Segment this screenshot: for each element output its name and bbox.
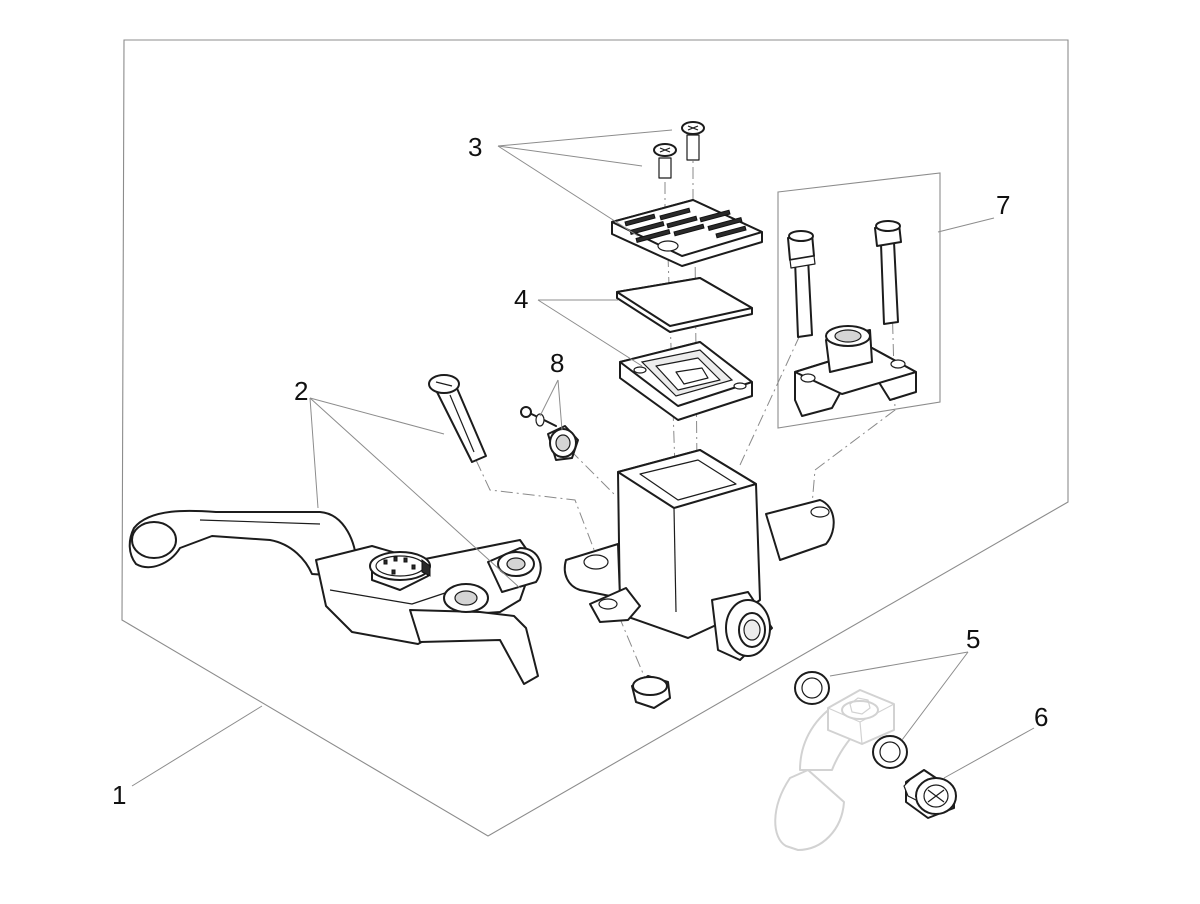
gasket-plate <box>616 277 753 333</box>
banjo-fitting-ghost <box>774 689 895 851</box>
callout-labels: 1 2 3 4 5 6 7 8 <box>112 132 1048 810</box>
clamp-bolt-left <box>787 230 816 338</box>
reservoir-cover <box>611 199 763 267</box>
handlebar-clamp <box>794 325 917 417</box>
master-cylinder-body <box>563 449 835 661</box>
callout-5: 5 <box>966 624 980 654</box>
bleed-screw <box>520 406 557 427</box>
cover-screw-right <box>681 121 705 161</box>
rubber-diaphragm <box>619 341 753 421</box>
banjo-bolt <box>903 769 957 819</box>
callout-1: 1 <box>112 780 126 810</box>
callout-3: 3 <box>468 132 482 162</box>
bleed-cap <box>547 425 579 461</box>
brake-lever <box>128 509 542 685</box>
clamp-group-frame <box>777 172 941 429</box>
lever-pivot-pin <box>428 374 487 463</box>
leader-lines <box>131 129 1035 787</box>
callout-8: 8 <box>550 348 564 378</box>
callout-7: 7 <box>996 190 1010 220</box>
callout-2: 2 <box>294 376 308 406</box>
callout-6: 6 <box>1034 702 1048 732</box>
sealing-washer-lower <box>872 735 908 769</box>
adjuster-knob <box>369 551 431 591</box>
cover-screw-left <box>653 143 677 179</box>
lever-pivot-nut <box>631 675 671 709</box>
callout-4: 4 <box>514 284 528 314</box>
assembly-frame <box>121 39 1069 837</box>
cover-text-block <box>624 207 747 243</box>
clamp-bolt-right <box>874 220 902 325</box>
adjuster-dial-marks <box>383 556 416 575</box>
sealing-washer-upper <box>794 671 830 705</box>
